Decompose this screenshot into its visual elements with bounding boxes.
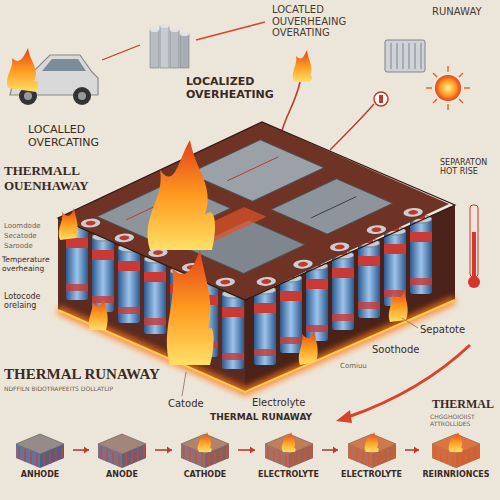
pack-top [58, 122, 449, 300]
battery-thumbnail [92, 430, 152, 470]
stage-node: ANODE [90, 430, 154, 480]
cell-cylinders [150, 24, 189, 68]
text-label: Saroode [4, 242, 54, 250]
stage-node: ELECTROLYTE [256, 430, 321, 480]
battery-thumbnail [426, 430, 486, 470]
spark-flame [280, 50, 312, 138]
battery-thumbnail [259, 430, 319, 470]
burning-car [7, 48, 98, 105]
stage-label: REIRNRIONCES [420, 470, 492, 480]
text-label: CHGGHOIOIIST ATTROLLIDES [430, 414, 496, 428]
leader-lines [182, 318, 418, 396]
stage-node: CATHODE [173, 430, 237, 480]
text-label: Sepatote [420, 324, 480, 336]
stage-node: ELECTROLYTE [339, 430, 404, 480]
heat-line [196, 22, 265, 40]
text-label: NDFFILN BIDOTRAPEEITS DOLLATLIP [4, 386, 154, 393]
text-label: THERMAL [432, 398, 498, 412]
flow-arrow [155, 447, 172, 454]
text-label: Soothode [372, 344, 432, 356]
text-label: Catode [168, 398, 218, 410]
thermometer [468, 205, 480, 288]
heat-sun [426, 66, 470, 110]
gauge-icon [330, 92, 388, 150]
heat-line [102, 45, 140, 60]
stage-label: ANHODE [8, 470, 72, 480]
battery-thumbnail [342, 430, 402, 470]
text-label: Electrolyte [252, 397, 322, 409]
flow-arrow [405, 447, 419, 454]
text-label: LOCATLED OUVERHEAING OVERATING [272, 4, 368, 39]
text-label: LOCALLED OVERCATING [28, 124, 140, 149]
fire-flames [59, 140, 408, 365]
flow-arrow [322, 447, 338, 454]
flow-arrow [238, 447, 255, 454]
battery-thumbnail [175, 430, 235, 470]
flow-arrow [73, 447, 89, 454]
text-label: THERMAL RUNAWAY [210, 412, 330, 422]
text-label: Loomdode [4, 222, 54, 230]
text-label: Secatode [4, 232, 54, 240]
runaway-arrow [336, 345, 470, 423]
text-label: Lotocode orelaing [4, 292, 56, 310]
stage-label: ELECTROLYTE [339, 470, 404, 480]
stage-label: ELECTROLYTE [256, 470, 321, 480]
text-label: THERMALL OUENHAWAY [4, 164, 124, 194]
radiator-icon [385, 40, 425, 72]
stage-label: ANODE [90, 470, 154, 480]
text-label: LOCALIZED OVERHEATING [186, 76, 290, 101]
stage-node: ANHODE [8, 430, 72, 480]
stage-node: REIRNRIONCES [420, 430, 492, 480]
text-label: RUNAWAY [432, 6, 496, 18]
text-label: THERMAL RUNAWAY [4, 366, 164, 383]
text-label: Temperature overheaing [2, 256, 56, 273]
stage-label: CATHODE [173, 470, 237, 480]
battery-thumbnail [10, 430, 70, 470]
battery-pack [58, 122, 455, 392]
text-label: Comiuu [340, 362, 390, 370]
text-label: SEPARATON HOT RISE [440, 158, 498, 176]
